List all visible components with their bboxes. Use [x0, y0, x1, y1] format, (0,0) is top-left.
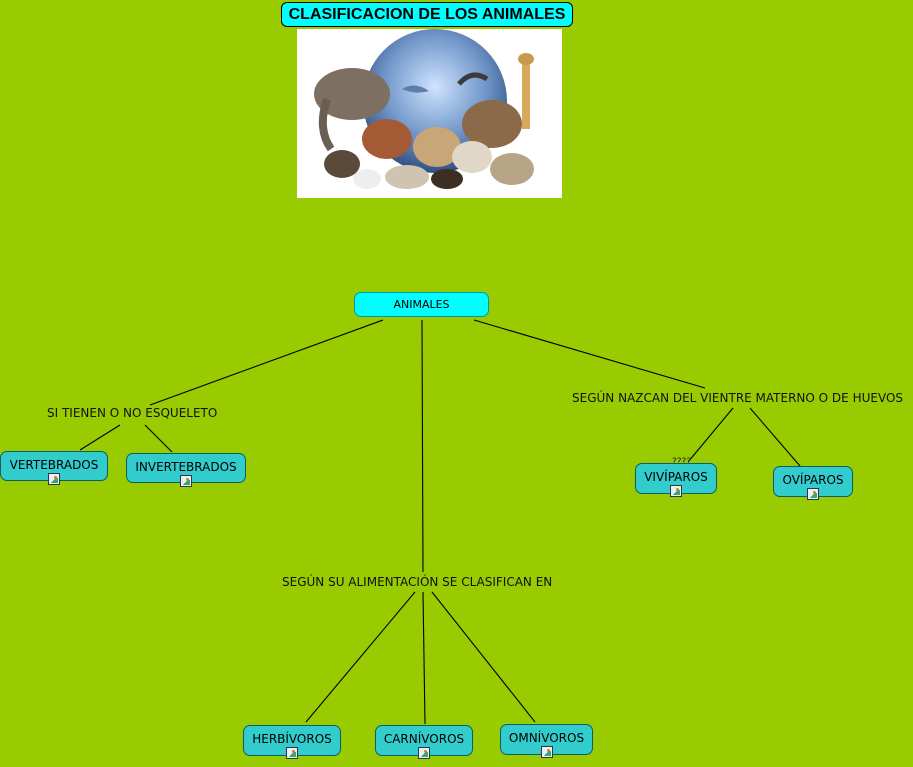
connector-diet-herbivoros [305, 591, 416, 723]
diagram-title[interactable]: CLASIFICACION DE LOS ANIMALES [281, 2, 573, 27]
image-icon[interactable] [670, 485, 682, 497]
connector-skeleton-invertebrados [144, 424, 173, 453]
node-omnivoros-label: OMNÍVOROS [508, 731, 585, 745]
image-icon[interactable] [807, 488, 819, 500]
linking-phrase-diet[interactable]: SEGÚN SU ALIMENTACIÓN SE CLASIFICAN EN [282, 575, 553, 589]
connector-root-diet [421, 319, 424, 573]
animals-globe-photo [297, 29, 562, 198]
image-icon[interactable] [540, 746, 553, 758]
node-oviparos[interactable]: OVÍPAROS [773, 466, 853, 500]
node-vertebrados[interactable]: VERTEBRADOS [0, 451, 108, 485]
connector-root-skeleton [149, 319, 384, 406]
node-omnivoros[interactable]: OMNÍVOROS [500, 724, 593, 758]
node-viviparos[interactable]: VIVÍPAROS [635, 463, 717, 497]
image-icon[interactable] [418, 747, 430, 759]
linking-phrase-skeleton[interactable]: SI TIENEN O NO ESQUELETO [47, 406, 218, 420]
node-carnivoros[interactable]: CARNÍVOROS [375, 725, 473, 759]
node-herbivoros-label: HERBÍVOROS [252, 732, 332, 746]
node-oviparos-label: OVÍPAROS [782, 473, 844, 487]
connector-diet-carnivoros [422, 591, 426, 725]
connector-skeleton-vertebrados [79, 424, 121, 451]
node-viviparos-label: VIVÍPAROS [644, 470, 708, 484]
connector-diet-omnivoros [431, 591, 536, 723]
connector-birth-oviparos [749, 407, 801, 467]
node-animales-label: ANIMALES [393, 298, 450, 311]
node-invertebrados-label: INVERTEBRADOS [135, 460, 237, 474]
image-icon[interactable] [286, 747, 298, 759]
node-herbivoros[interactable]: HERBÍVOROS [243, 725, 341, 759]
image-icon[interactable] [48, 473, 60, 485]
node-animales[interactable]: ANIMALES [354, 292, 489, 317]
node-carnivoros-label: CARNÍVOROS [383, 732, 465, 746]
image-icon[interactable] [180, 475, 192, 487]
node-invertebrados[interactable]: INVERTEBRADOS [126, 453, 246, 487]
connector-root-birth [473, 319, 706, 389]
connector-birth-viviparos [687, 407, 734, 463]
node-vertebrados-label: VERTEBRADOS [9, 458, 99, 472]
linking-phrase-birth[interactable]: SEGÚN NAZCAN DEL VIENTRE MATERNO O DE HU… [572, 391, 904, 405]
annotation-text: ???? [672, 457, 692, 467]
